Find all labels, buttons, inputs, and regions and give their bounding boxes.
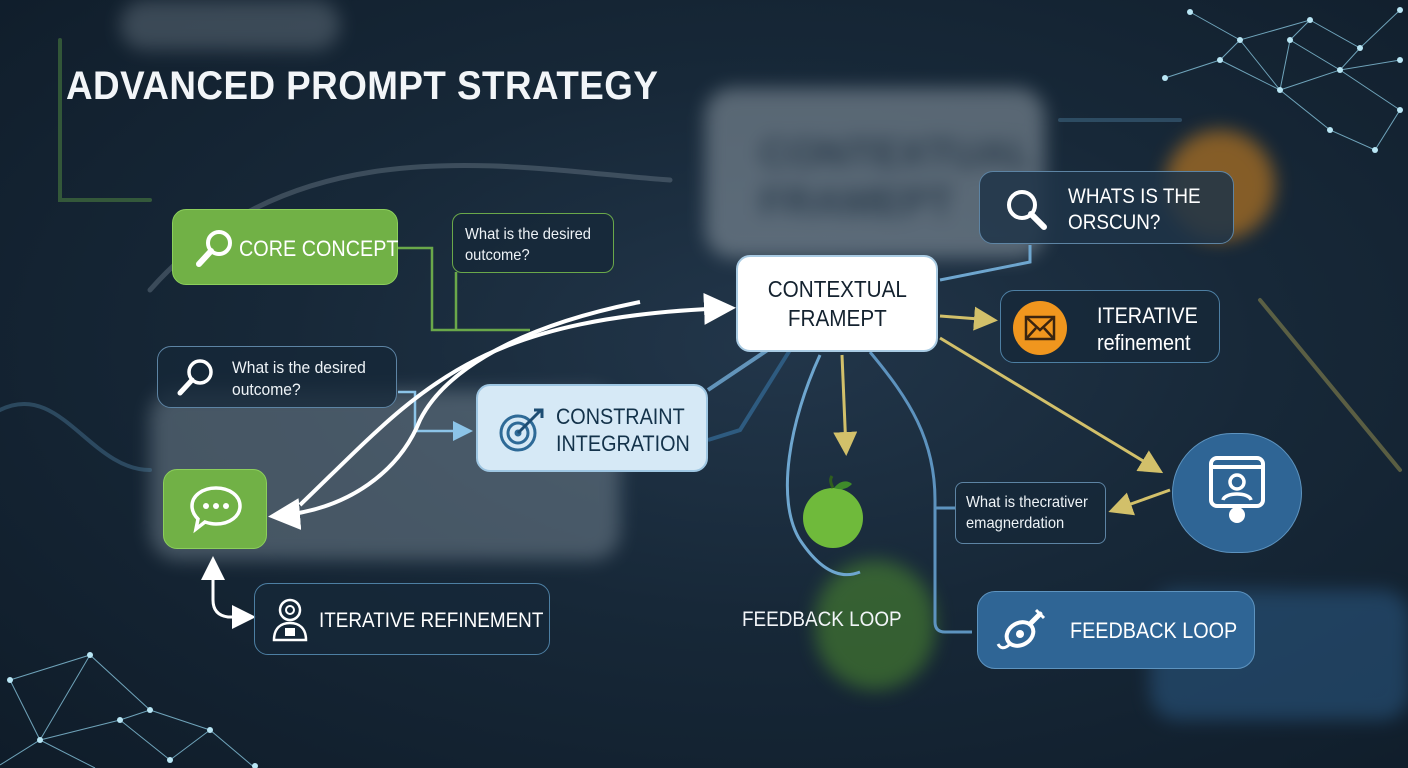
arrow-chat-iterative <box>211 566 256 629</box>
network-mesh-icon <box>0 652 258 768</box>
core-connectors <box>398 246 530 332</box>
question-line: outcome? <box>232 380 301 400</box>
arrow-chat-to-contextual <box>298 292 736 507</box>
question-text: What is thecrativer emagnerdation <box>966 493 1088 535</box>
label-line: ORSCUN? <box>1068 210 1161 234</box>
question-text: What is the desired outcome? <box>465 225 591 267</box>
whats-is-the-orscun-label: WHATS IS THE ORSCUN? <box>1068 184 1201 235</box>
arrow-to-chat <box>268 300 641 530</box>
constraint-integration-node[interactable]: CONSTRAINT INTEGRATION <box>476 384 708 472</box>
chat-node[interactable] <box>163 469 267 549</box>
magnifier-icon <box>1007 190 1047 230</box>
label-line: FRAMEPT <box>787 304 887 331</box>
question-line: outcome? <box>465 246 530 264</box>
whats-is-the-orscun-node[interactable]: WHATS IS THE ORSCUN? <box>979 171 1234 244</box>
magnifier-icon <box>196 230 232 267</box>
core-concept-label: CORE CONCEPT <box>239 236 399 261</box>
background-text-line: FRAMEPT <box>760 180 954 224</box>
background-card-text: CONTEXTUAL FRAMEPT <box>760 130 1033 226</box>
core-concept-node[interactable]: CORE CONCEPT <box>172 209 399 285</box>
label-line: INTEGRATION <box>556 430 690 456</box>
question-creative-node[interactable]: What is thecrativer emagnerdation <box>955 482 1106 544</box>
contextual-framept-node[interactable]: CONTEXTUAL FRAMEPT <box>736 255 938 352</box>
label-line: CONTEXTUAL <box>767 276 907 303</box>
question-line: What is the desired <box>232 358 366 377</box>
question-line: emagnerdation <box>966 514 1065 532</box>
network-mesh-icon <box>1162 7 1403 153</box>
label-line: ITERATIVE <box>1097 303 1198 328</box>
iterative-refinement-right-label: ITERATIVE refinement <box>1097 303 1198 357</box>
question-text: What is the desired outcome? <box>232 357 366 401</box>
page-title: ADVANCED PROMPT STRATEGY <box>66 64 659 108</box>
question-desired-outcome-left[interactable]: What is the desired outcome? <box>157 346 397 408</box>
feedback-loop-right-label: FEEDBACK LOOP <box>1070 618 1238 643</box>
feedback-loop-center-label: FEEDBACK LOOP <box>742 608 902 631</box>
background-top-strip <box>120 0 340 50</box>
question-line: What is the desired <box>465 226 591 243</box>
apple-icon <box>803 475 863 548</box>
gold-arrows <box>833 306 1171 516</box>
background-green-circle <box>815 560 935 690</box>
label-line: refinement <box>1097 329 1191 355</box>
id-card-node[interactable] <box>1172 433 1302 553</box>
blue-down-lines <box>785 351 972 634</box>
background-text-line: CONTEXTUAL <box>760 132 1034 176</box>
question-line: What is thecrativer <box>966 494 1088 511</box>
contextual-framept-label: CONTEXTUAL FRAMEPT <box>767 275 906 331</box>
arrow-question-to-constraint <box>398 390 473 441</box>
chat-bubble-icon <box>190 486 242 534</box>
label-line: CONSTRAINT <box>556 404 685 429</box>
iterative-refinement-bottom-label: ITERATIVE REFINEMENT <box>319 609 544 632</box>
question-desired-outcome-top[interactable]: What is the desired outcome? <box>452 213 614 273</box>
iterative-refinement-bottom-node[interactable]: ITERATIVE REFINEMENT <box>254 583 550 655</box>
constraint-integration-label: CONSTRAINT INTEGRATION <box>556 404 690 458</box>
feedback-loop-right-node[interactable]: FEEDBACK LOOP <box>977 591 1255 669</box>
target-icon <box>499 408 544 452</box>
iterative-refinement-right-node[interactable]: ITERATIVE refinement <box>1000 290 1220 363</box>
id-card-icon <box>1209 456 1265 523</box>
cable-icon <box>996 608 1046 650</box>
label-line: WHATS IS THE <box>1068 185 1201 208</box>
person-badge-icon <box>272 598 308 642</box>
connector-constraint-to-contextual <box>706 343 777 392</box>
magnifier-icon <box>177 359 213 396</box>
connector-contextual-to-whats <box>939 245 1032 282</box>
connector-constraint-dark <box>707 348 792 442</box>
envelope-icon <box>1013 301 1067 355</box>
